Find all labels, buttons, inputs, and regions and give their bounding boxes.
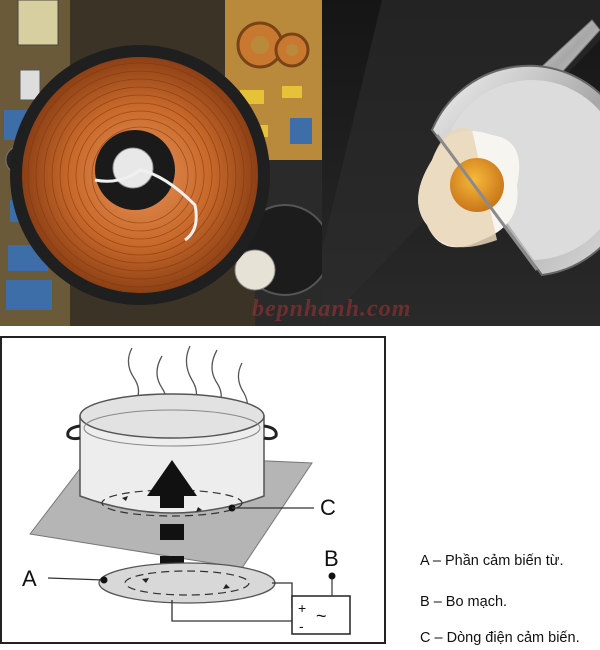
legend-item-c: C – Dòng điện cảm biến. xyxy=(420,630,580,646)
minus-sign: - xyxy=(299,618,304,634)
label-c: C xyxy=(320,495,336,520)
label-a: A xyxy=(22,566,37,591)
circuit-board-box xyxy=(291,595,351,635)
legend-item-a: A – Phần cảm biến từ. xyxy=(420,553,564,569)
label-b: B xyxy=(324,546,339,571)
ac-symbol: ~ xyxy=(316,606,327,626)
plus-sign: + xyxy=(298,600,306,616)
watermark-text: bepnhanh.com xyxy=(252,296,412,322)
pan-egg-illustration xyxy=(322,0,600,326)
photo-induction-coil xyxy=(0,0,322,326)
photo-pan-fried-egg xyxy=(322,0,600,326)
induction-diagram-svg: + - ~ B C A xyxy=(22,345,351,635)
induction-coil-illustration xyxy=(0,0,322,326)
induction-diagram: + - ~ B C A xyxy=(0,336,386,644)
legend-item-b: B – Bo mạch. xyxy=(420,594,508,610)
